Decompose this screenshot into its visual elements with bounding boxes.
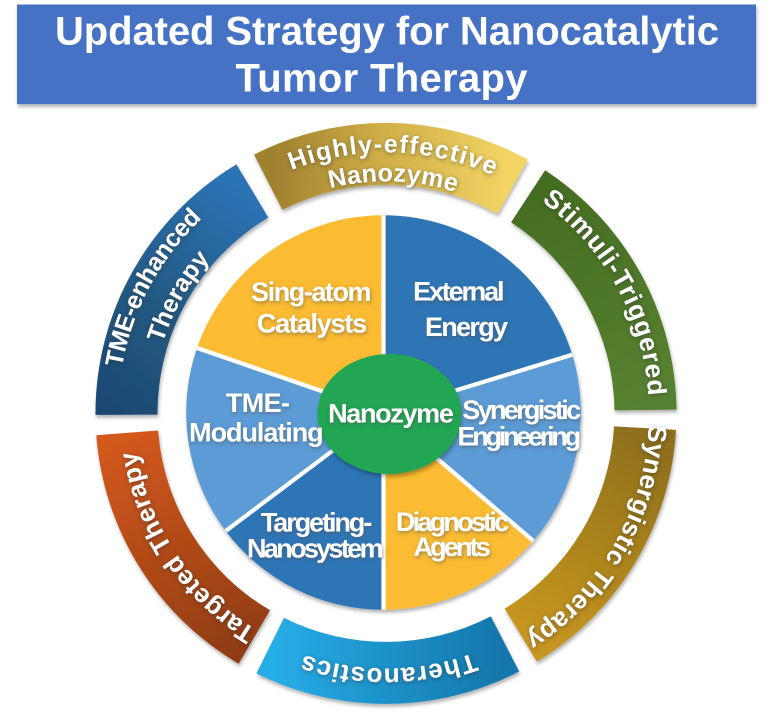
svg-text:Nanosystem: Nanosystem [247, 533, 384, 563]
svg-text:Engineering: Engineering [458, 421, 582, 451]
svg-text:Agents: Agents [413, 532, 490, 562]
svg-text:Modulating: Modulating [189, 417, 324, 447]
svg-text:Tumor Therapy: Tumor Therapy [236, 57, 529, 101]
svg-text:Diagnostic: Diagnostic [396, 507, 509, 537]
svg-text:Updated Strategy for Nanocatal: Updated Strategy for Nanocatalytic [55, 9, 719, 53]
svg-text:Targeting-: Targeting- [261, 508, 373, 538]
svg-text:Sing-atom: Sing-atom [251, 277, 371, 307]
svg-text:Catalysts: Catalysts [257, 309, 367, 339]
svg-text:Synergistic: Synergistic [462, 395, 581, 425]
svg-text:TME-: TME- [226, 388, 290, 418]
svg-text:Energy: Energy [425, 312, 508, 342]
svg-text:External: External [413, 277, 504, 307]
svg-text:Nanozyme: Nanozyme [328, 399, 454, 429]
